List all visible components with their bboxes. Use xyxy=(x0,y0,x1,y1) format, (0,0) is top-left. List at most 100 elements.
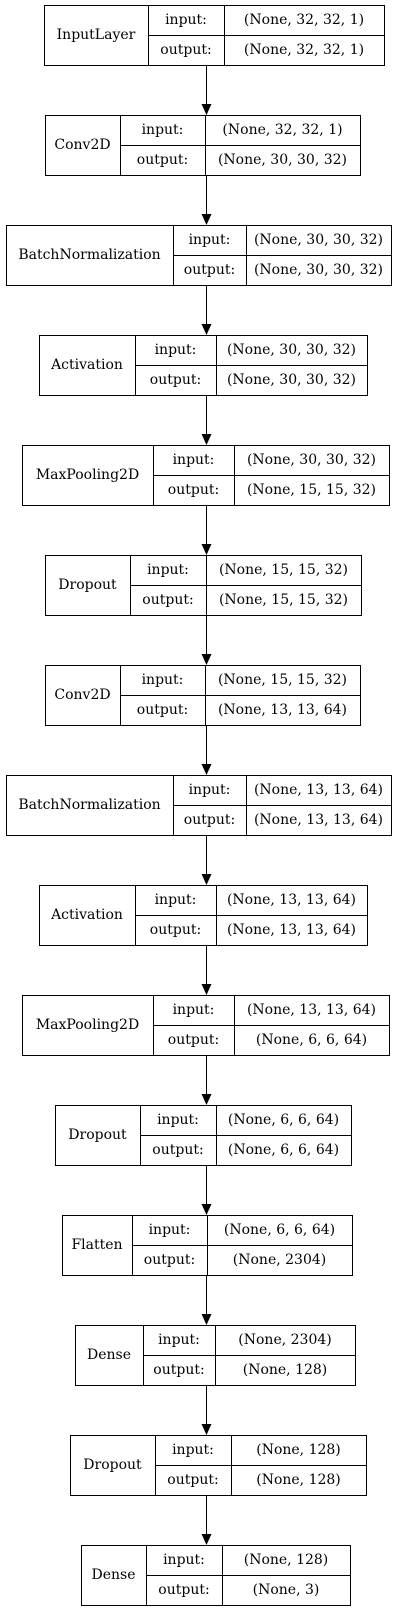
input-label: input: xyxy=(155,342,197,358)
output-shape: (None, 3) xyxy=(253,1582,320,1598)
input-label: input: xyxy=(155,892,197,908)
layer-name: Dense xyxy=(87,1347,131,1363)
input-shape: (None, 6, 6, 64) xyxy=(224,1222,335,1238)
layer-name: BatchNormalization xyxy=(18,247,160,263)
layer-node: MaxPooling2D input: output: (None, 13, 13, … xyxy=(22,995,390,1056)
output-shape: (None, 2304) xyxy=(233,1252,326,1268)
output-shape: (None, 128) xyxy=(243,1362,328,1378)
input-shape: (None, 6, 6, 64) xyxy=(228,1112,339,1128)
output-shape: (None, 6, 6, 64) xyxy=(228,1142,339,1158)
input-label: input: xyxy=(142,122,184,138)
layer-name: Dense xyxy=(92,1567,136,1583)
layer-name: Activation xyxy=(50,907,123,923)
input-label: input: xyxy=(173,452,215,468)
output-shape: (None, 30, 30, 32) xyxy=(254,262,383,278)
output-label: output: xyxy=(150,372,201,388)
input-shape: (None, 32, 32, 1) xyxy=(222,122,342,138)
output-shape: (None, 6, 6, 64) xyxy=(256,1032,367,1048)
output-label: output: xyxy=(142,592,193,608)
input-shape: (None, 2304) xyxy=(238,1332,331,1348)
input-label: input: xyxy=(165,12,207,28)
layer-name: Flatten xyxy=(71,1237,122,1253)
layer-node: Dropout input: output: (None, 15, 15, 32) (N… xyxy=(45,555,362,616)
arrow xyxy=(201,1276,212,1325)
layer-name: Dropout xyxy=(83,1457,142,1473)
output-label: output: xyxy=(168,1032,219,1048)
arrow xyxy=(201,726,212,775)
input-shape: (None, 30, 30, 32) xyxy=(227,342,356,358)
input-label: input: xyxy=(173,1002,215,1018)
input-shape: (None, 128) xyxy=(244,1552,329,1568)
input-label: input: xyxy=(189,782,231,798)
output-label: output: xyxy=(137,702,188,718)
arrow xyxy=(201,66,212,115)
layer-node: BatchNormalization input: output: (None, 13… xyxy=(6,775,392,836)
input-label: input: xyxy=(158,1332,200,1348)
input-label: input: xyxy=(172,1442,214,1458)
layer-name: Activation xyxy=(50,357,123,373)
arrow xyxy=(201,1386,212,1435)
input-label: input: xyxy=(189,232,231,248)
layer-node: MaxPooling2D input: output: (None, 30, 30, … xyxy=(22,445,390,506)
layer-node: Flatten input: output: (None, 6, 6, 64) (Non… xyxy=(62,1215,353,1276)
output-shape: (None, 128) xyxy=(256,1472,341,1488)
output-shape: (None, 13, 13, 64) xyxy=(227,922,356,938)
arrow xyxy=(201,396,212,445)
output-shape: (None, 30, 30, 32) xyxy=(218,152,347,168)
output-label: output: xyxy=(152,1142,203,1158)
input-label: input: xyxy=(149,1222,191,1238)
layer-node: Dropout input: output: (None, 6, 6, 64) (Non… xyxy=(55,1105,352,1166)
output-shape: (None, 15, 15, 32) xyxy=(247,482,376,498)
arrow xyxy=(201,286,212,335)
input-shape: (None, 32, 32, 1) xyxy=(244,12,364,28)
layer-node: InputLayer input: output: (None, 32, 32, 1)… xyxy=(44,5,385,66)
layer-name: MaxPooling2D xyxy=(36,1017,139,1033)
layer-name: Conv2D xyxy=(54,137,110,153)
input-shape: (None, 13, 13, 64) xyxy=(247,1002,376,1018)
layer-node: Conv2D input: output: (None, 32, 32, 1) (Non… xyxy=(45,115,361,176)
arrow xyxy=(201,836,212,885)
output-label: output: xyxy=(167,1472,218,1488)
output-label: output: xyxy=(168,482,219,498)
arrow xyxy=(201,1166,212,1215)
layer-name: BatchNormalization xyxy=(18,797,160,813)
output-shape: (None, 13, 13, 64) xyxy=(218,702,347,718)
connection-arrows xyxy=(201,66,212,1545)
arrow xyxy=(201,176,212,225)
input-shape: (None, 15, 15, 32) xyxy=(219,562,348,578)
arrow xyxy=(201,506,212,555)
input-label: input: xyxy=(147,562,189,578)
layer-node: Dense input: output: (None, 128) (None, 3) xyxy=(81,1545,351,1606)
layer-node: Conv2D input: output: (None, 15, 15, 32) (No… xyxy=(45,665,361,726)
output-label: output: xyxy=(184,262,235,278)
input-label: input: xyxy=(163,1552,205,1568)
output-label: output: xyxy=(158,1582,209,1598)
input-shape: (None, 30, 30, 32) xyxy=(247,452,376,468)
output-shape: (None, 32, 32, 1) xyxy=(244,42,364,58)
input-shape: (None, 30, 30, 32) xyxy=(254,232,383,248)
layer-name: Dropout xyxy=(68,1127,127,1143)
layer-nodes: InputLayer input: output: (None, 32, 32, 1)… xyxy=(6,5,392,1606)
arrow xyxy=(201,1056,212,1105)
input-label: input: xyxy=(157,1112,199,1128)
output-label: output: xyxy=(153,1362,204,1378)
layer-node: BatchNormalization input: output: (None, 30… xyxy=(6,225,392,286)
output-label: output: xyxy=(144,1252,195,1268)
output-shape: (None, 30, 30, 32) xyxy=(227,372,356,388)
output-label: output: xyxy=(160,42,211,58)
output-shape: (None, 13, 13, 64) xyxy=(254,812,383,828)
input-shape: (None, 15, 15, 32) xyxy=(218,672,347,688)
layer-name: MaxPooling2D xyxy=(36,467,139,483)
layer-node: Dense input: output: (None, 2304) (None, 128… xyxy=(75,1325,356,1386)
layer-name: Dropout xyxy=(58,577,117,593)
output-label: output: xyxy=(137,152,188,168)
layer-name: Conv2D xyxy=(54,687,110,703)
input-label: input: xyxy=(142,672,184,688)
layer-name: InputLayer xyxy=(57,27,136,43)
output-label: output: xyxy=(184,812,235,828)
output-shape: (None, 15, 15, 32) xyxy=(219,592,348,608)
arrow xyxy=(201,946,212,995)
